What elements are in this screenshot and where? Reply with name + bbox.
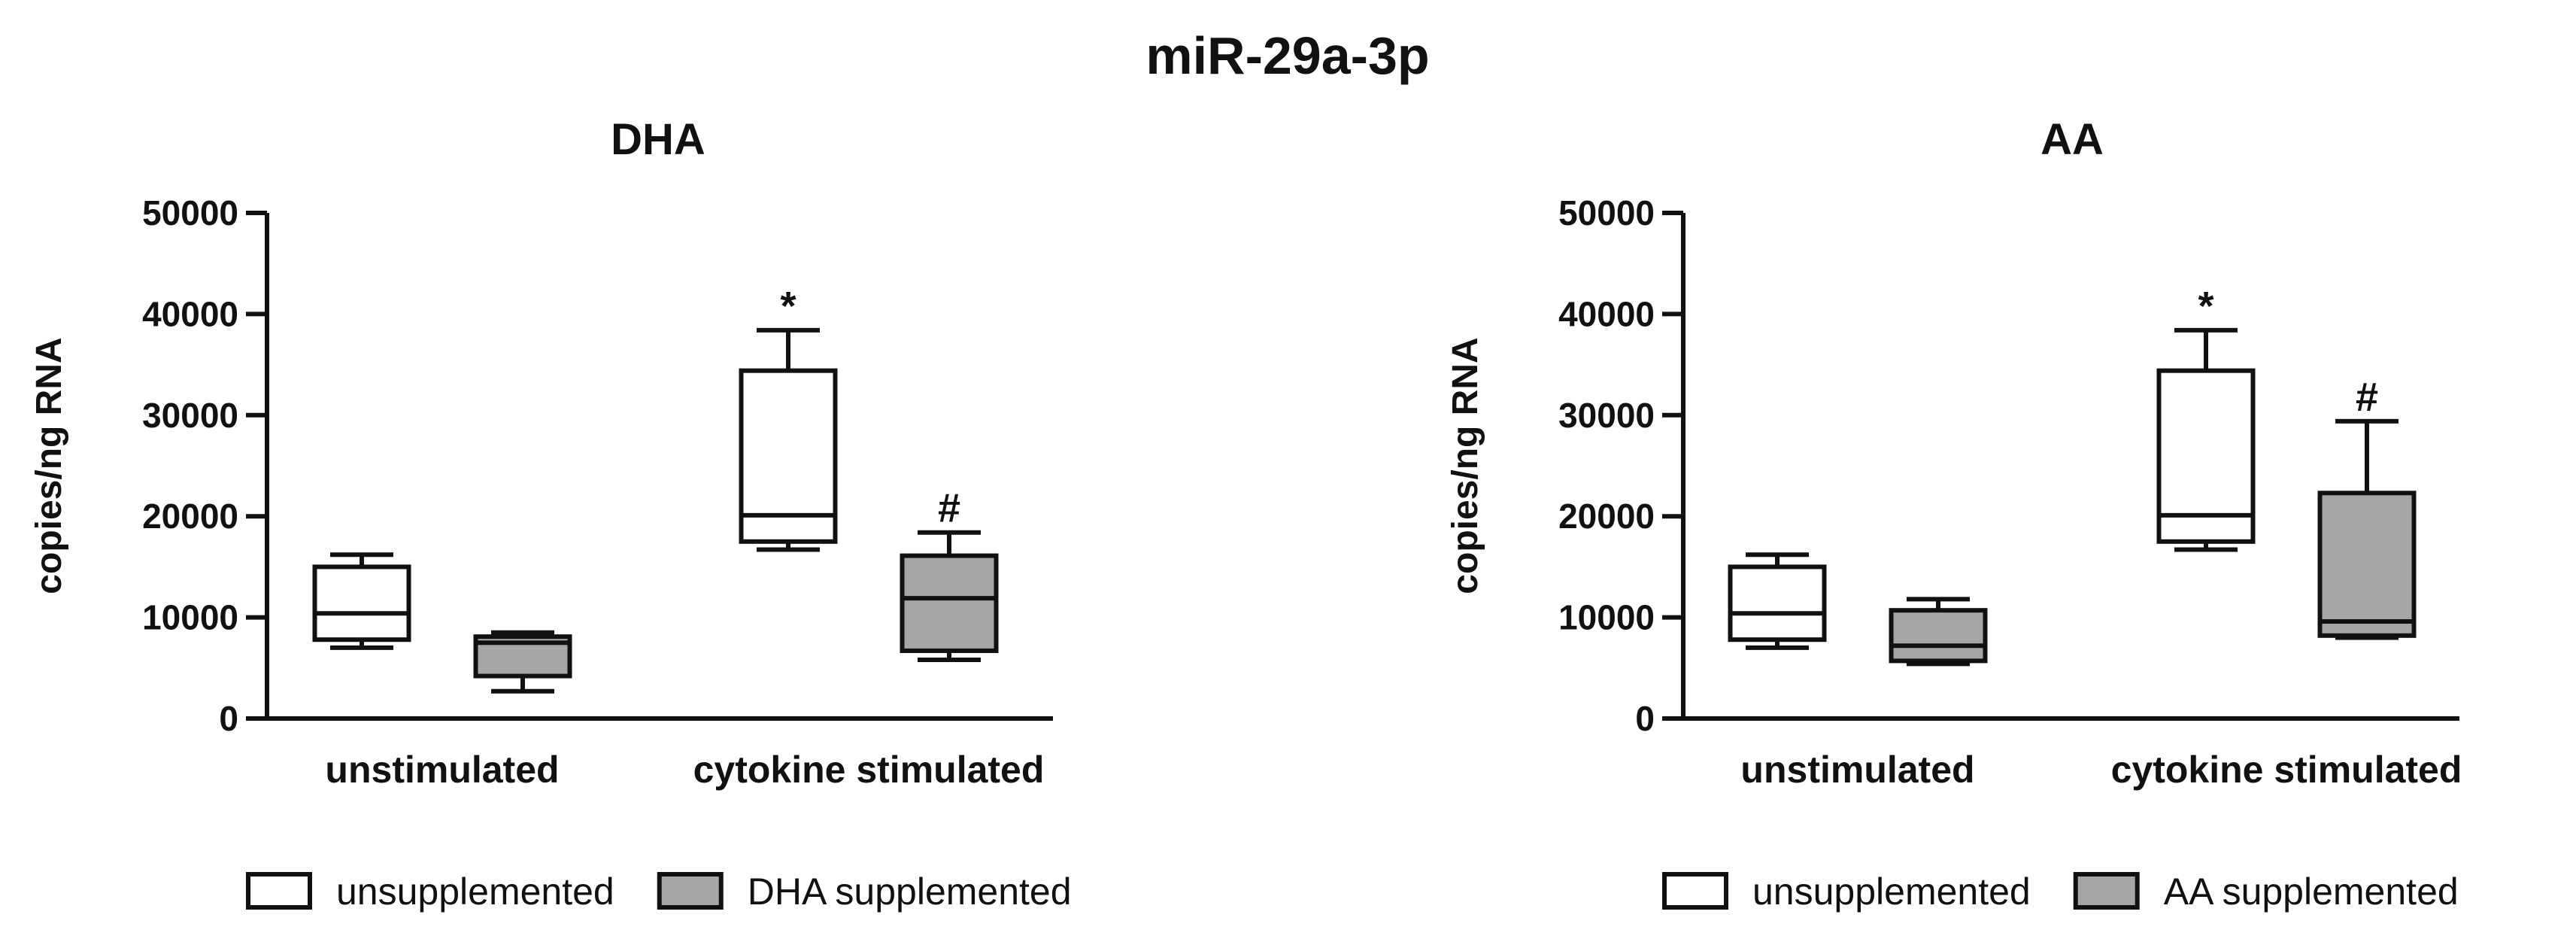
panel-aa: AA 0 10000 20000 30000 40000 50000 copies/ng RN… (1446, 115, 2462, 913)
y-tick-label: 50000 (1558, 193, 1655, 232)
y-tick-label: 30000 (1558, 396, 1655, 435)
box-rect (312, 564, 411, 643)
category-label: cytokine stimulated (693, 749, 1045, 791)
figure-title: miR-29a-3p (1145, 26, 1429, 85)
y-tick-label: 30000 (142, 396, 238, 435)
y-axis-title: copies/ng RNA (29, 337, 69, 594)
y-tick-label: 10000 (142, 598, 238, 637)
box-rect (900, 553, 999, 653)
legend-entry: AA supplemented (2073, 870, 2459, 913)
box-1-1: # (900, 486, 999, 663)
legend-swatch (246, 872, 312, 910)
legend-label: DHA supplemented (748, 870, 1072, 913)
y-tick-label: 50000 (142, 193, 238, 232)
y-tick-label: 0 (219, 699, 238, 738)
legend-entry: unsupplemented (246, 870, 614, 913)
significance-mark: # (2356, 375, 2378, 420)
box-rect (1889, 608, 1988, 664)
panel-dha: DHA 0 10000 20000 30000 40000 50000 copies/ng R… (29, 115, 1072, 913)
y-tick-label: 20000 (1558, 497, 1655, 536)
category-label: cytokine stimulated (2111, 749, 2462, 791)
panel-title: AA (2040, 115, 2104, 164)
box-1-0 (1889, 597, 1988, 667)
y-tick-label: 40000 (142, 294, 238, 333)
box-rect (2317, 491, 2417, 638)
box-0-0 (1728, 552, 1827, 650)
legend-entry: DHA supplemented (657, 870, 1072, 913)
legend-label: unsupplemented (1752, 870, 2031, 913)
legend-swatch (2073, 872, 2140, 910)
legend-entry: unsupplemented (1662, 870, 2031, 913)
legend-label: AA supplemented (2164, 870, 2459, 913)
box-1-1: # (2317, 375, 2417, 640)
box-0-0 (312, 552, 411, 650)
significance-mark: * (2198, 284, 2213, 329)
box-rect (1728, 564, 1827, 643)
y-tick-label: 10000 (1558, 598, 1655, 637)
box-0-1: * (2156, 284, 2256, 552)
y-tick-label: 20000 (142, 497, 238, 536)
legend-label: unsupplemented (336, 870, 614, 913)
significance-mark: # (938, 486, 960, 531)
y-tick-label: 40000 (1558, 294, 1655, 333)
box-0-1: * (739, 284, 838, 552)
panel-title: DHA (611, 115, 705, 164)
legend-swatch (657, 872, 724, 910)
y-axis-title: copies/ng RNA (1446, 337, 1485, 594)
y-tick-label: 0 (1635, 699, 1655, 738)
category-label: unstimulated (1740, 749, 1974, 791)
significance-mark: * (780, 284, 796, 329)
category-label: unstimulated (325, 749, 559, 791)
legend-swatch (1662, 872, 1728, 910)
box-1-0 (473, 630, 572, 694)
